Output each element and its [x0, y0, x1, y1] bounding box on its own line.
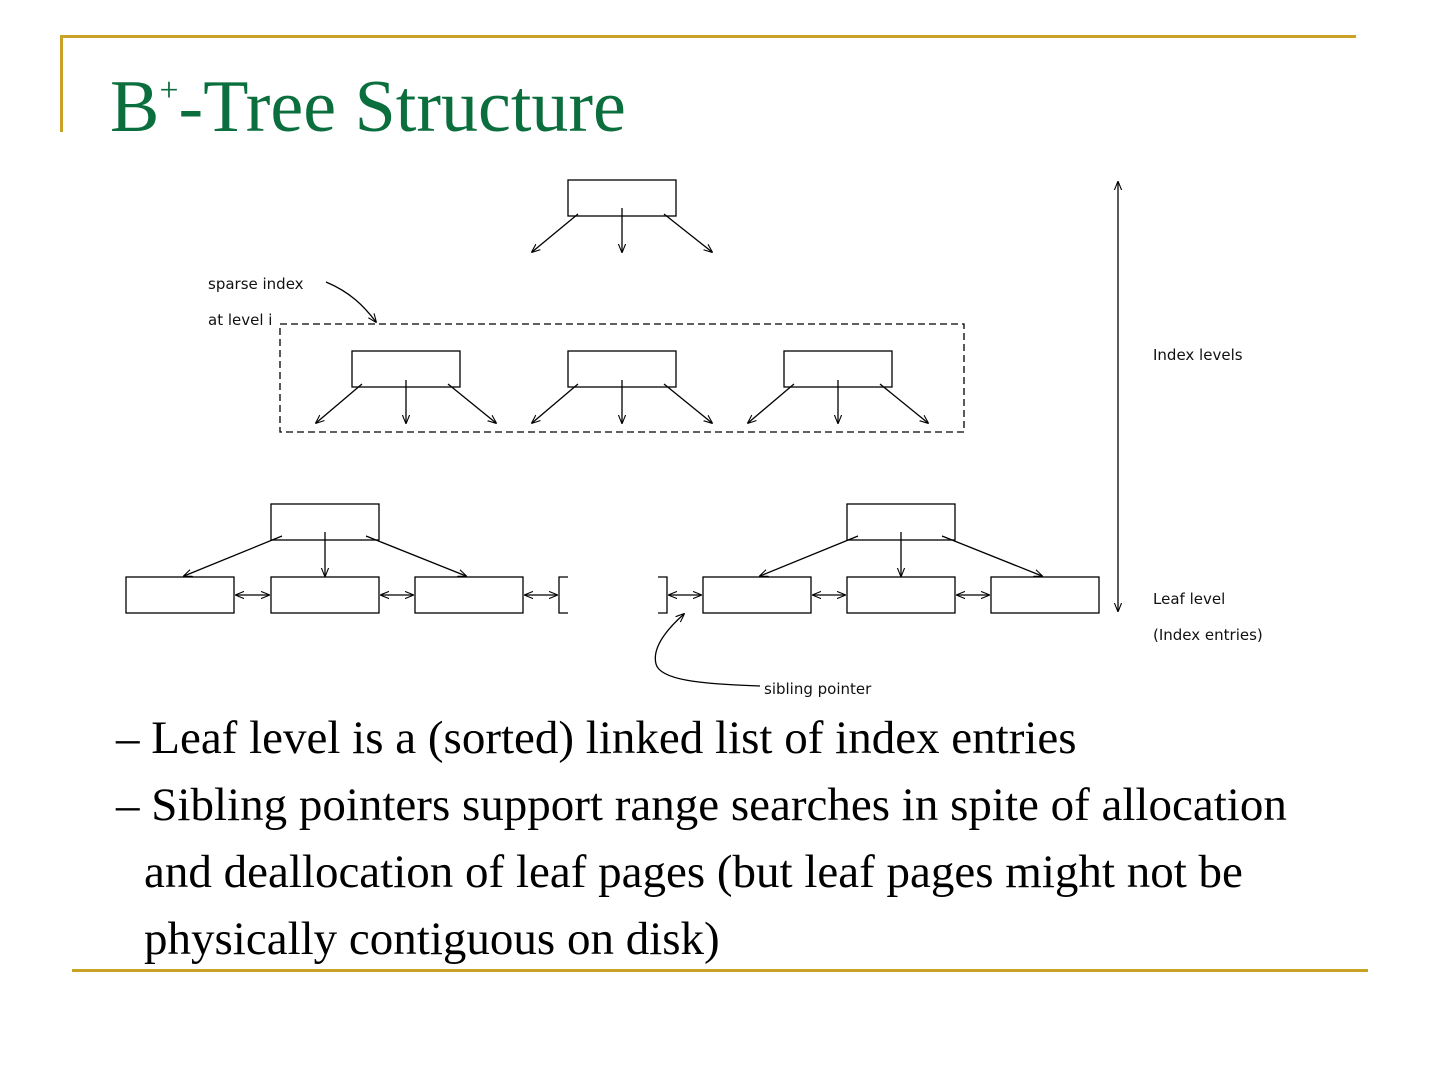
root-pointer-right [663, 213, 712, 252]
leaf-node [846, 576, 956, 614]
bullet-item: – Sibling pointers support range searche… [116, 779, 1287, 965]
title-rest: -Tree Structure [178, 66, 626, 148]
leaf-node [270, 576, 380, 614]
leaf-level-label: Leaf level [1153, 590, 1225, 608]
pointer-arrow [316, 383, 363, 423]
bullet-item: – Leaf level is a (sorted) linked list o… [116, 712, 1077, 764]
top-rule [60, 35, 1356, 38]
index-entries-label: (Index entries) [1153, 626, 1263, 644]
leaf-node-partial-left [558, 576, 568, 614]
bullet-list: – Leaf level is a (sorted) linked list o… [116, 705, 1324, 973]
sibling-pointer-label: sibling pointer [764, 680, 872, 698]
left-rule [60, 35, 63, 132]
leaf-node [414, 576, 524, 614]
leaf-node [125, 576, 235, 614]
pointer-arrow [760, 535, 859, 576]
pointer-arrow [447, 383, 496, 423]
pointer-arrow [748, 383, 795, 423]
pointer-arrow [184, 535, 283, 576]
root-pointer-left [532, 213, 579, 252]
title-main: B [110, 66, 160, 148]
pointer-arrow [532, 383, 579, 423]
pointer-arrow [879, 383, 928, 423]
leaf-node-partial-right [658, 576, 668, 614]
leaf-node [702, 576, 812, 614]
leaf-node [990, 576, 1100, 614]
sparse-index-callout [325, 281, 376, 322]
slide-title: B+-Tree Structure [110, 70, 626, 144]
bottom-rule [72, 969, 1368, 972]
title-superscript: + [159, 72, 179, 109]
index-levels-label: Index levels [1153, 346, 1243, 364]
pointer-arrow [663, 383, 712, 423]
sibling-pointer-callout [654, 614, 761, 687]
sparse-index-label: sparse index [208, 275, 304, 293]
pointer-arrow [365, 535, 466, 576]
sparse-index-level-label: at level i [208, 311, 272, 329]
bplus-tree-diagram: sparse index at level i Index levels Lea… [125, 179, 1263, 698]
pointer-arrow [941, 535, 1042, 576]
sparse-index-group [279, 323, 965, 433]
